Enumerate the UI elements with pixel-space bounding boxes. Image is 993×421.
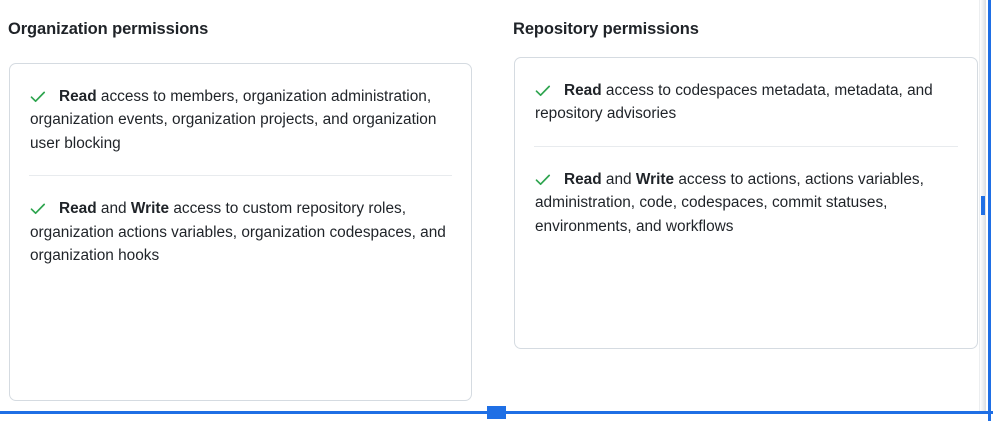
permission-detail: access to members, organization administ… <box>30 88 437 152</box>
permissions-card: Read access to members, organization adm… <box>9 63 472 401</box>
column-heading: Repository permissions <box>513 20 699 38</box>
permission-row: Read and Write access to actions, action… <box>534 145 958 258</box>
permission-keyword: Write <box>635 170 675 188</box>
permission-detail: access to actions, actions variables, ad… <box>535 170 924 235</box>
permission-detail: access to codespaces metadata, metadata,… <box>535 82 933 123</box>
permission-keyword: Read <box>59 200 97 218</box>
column-heading: Organization permissions <box>8 20 209 38</box>
permission-keyword: Read <box>564 170 602 188</box>
check-icon <box>535 83 557 97</box>
permission-row: Read access to codespaces metadata, meta… <box>534 58 958 146</box>
selection-vertical-tick[interactable] <box>981 196 985 215</box>
permission-keyword: Read <box>59 88 97 105</box>
permission-text: Read and Write access to actions, action… <box>534 168 958 238</box>
check-icon <box>535 172 557 185</box>
selection-resize-handle[interactable] <box>487 406 506 419</box>
permission-text: Read and Write access to custom reposito… <box>29 197 452 267</box>
permission-text: Read access to codespaces metadata, meta… <box>534 79 958 126</box>
permission-detail: access to custom repository roles, organ… <box>30 200 446 265</box>
permission-keyword: Read <box>564 82 602 99</box>
check-icon <box>30 89 52 103</box>
permission-row: Read access to members, organization adm… <box>29 64 452 175</box>
permissions-card: Read access to codespaces metadata, meta… <box>514 57 978 349</box>
permission-row: Read and Write access to custom reposito… <box>29 175 452 287</box>
selection-vertical-line[interactable] <box>988 0 991 421</box>
check-icon <box>30 201 52 215</box>
permission-detail: and <box>601 170 636 188</box>
permission-detail: and <box>96 200 131 218</box>
permission-text: Read access to members, organization adm… <box>29 85 452 155</box>
permission-keyword: Write <box>130 200 170 218</box>
